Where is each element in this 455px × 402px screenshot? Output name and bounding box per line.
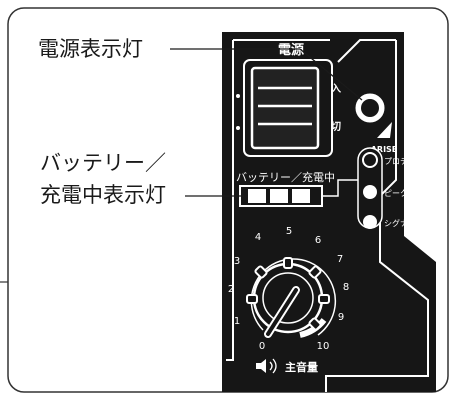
knob-grip xyxy=(254,265,268,279)
knob-grip xyxy=(246,294,258,304)
knob-grip xyxy=(308,265,322,279)
dial-mark-9: 9 xyxy=(338,312,344,323)
dial-mark-5: 5 xyxy=(286,226,292,237)
power-label: 電源 xyxy=(278,42,304,58)
dial-mark-0: 0 xyxy=(259,341,265,352)
peak-lamp xyxy=(363,185,377,199)
battery-lamp-3 xyxy=(292,189,310,203)
panel-trim-right xyxy=(325,40,429,392)
battery-label: バッテリー／充電中 xyxy=(236,170,335,184)
signal-lamp xyxy=(363,215,377,229)
peak-label: ピーク xyxy=(384,189,408,198)
brand-logo-icon xyxy=(377,122,392,138)
knob-grip xyxy=(318,294,330,304)
dial-mark-3: 3 xyxy=(234,256,240,267)
signal-label: シグナル xyxy=(384,218,416,228)
knob-pointer-inner xyxy=(266,288,298,336)
on-label: 入 xyxy=(331,83,341,95)
volume-label: 主音量 xyxy=(285,360,318,374)
power-leader-line-diagonal xyxy=(299,48,363,101)
battery-lamp-1 xyxy=(248,189,266,203)
dial-range-band xyxy=(299,318,327,338)
protect-label: プロテクト xyxy=(384,157,424,166)
panel-trim-left xyxy=(226,40,234,361)
switch-dot-top xyxy=(236,94,240,98)
brand-label: ARISE xyxy=(371,145,398,154)
power-lamp-callout: 電源表示灯 xyxy=(38,37,143,61)
dial-mark-6: 6 xyxy=(315,235,321,246)
switch-dot-bottom xyxy=(236,126,240,130)
dial-mark-8: 8 xyxy=(343,282,349,293)
dial-mark-7: 7 xyxy=(337,254,343,265)
battery-lamp-2 xyxy=(270,189,288,203)
battery-connector xyxy=(322,179,358,197)
power-lamp xyxy=(361,99,379,117)
power-switch-rocker[interactable] xyxy=(250,66,320,150)
volume-knob[interactable] xyxy=(246,257,330,338)
knob-grip xyxy=(283,257,293,269)
battery-lamp-callout-line1: バッテリー／ xyxy=(40,151,166,175)
knob-grip xyxy=(308,317,322,331)
protect-lamp xyxy=(362,152,378,168)
dial-mark-2: 2 xyxy=(228,284,234,295)
speaker-icon xyxy=(256,359,266,373)
dial-mark-4: 4 xyxy=(255,232,261,243)
battery-lamp-callout-line2: 充電中表示灯 xyxy=(40,183,166,207)
speaker-waves-icon xyxy=(269,358,277,374)
panel-trim-diagonal xyxy=(337,39,396,63)
dial-mark-10: 10 xyxy=(317,341,330,352)
dial-mark-1: 1 xyxy=(234,316,240,327)
off-label: 切 xyxy=(331,121,341,133)
